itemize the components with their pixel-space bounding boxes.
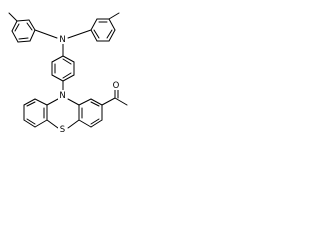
phenothiazine-core	[23, 98, 103, 129]
nitrogen-ring-background	[58, 90, 67, 100]
nitrogen-top-label: N	[59, 35, 65, 45]
nitrogen-top-background	[58, 34, 67, 44]
sulfur-label: S	[60, 125, 65, 135]
central-phenylene-ring	[51, 55, 75, 91]
oxygen-background	[111, 80, 120, 90]
amine-bonds	[34, 29, 92, 57]
nitrogen-ring-label: N	[59, 91, 65, 101]
right-tolyl-ring	[90, 12, 120, 42]
sulfur-background	[58, 124, 67, 134]
left-tolyl-ring	[8, 12, 36, 43]
oxygen-label: O	[113, 81, 120, 91]
molecule-structure-diagram: N N S O	[8, 12, 128, 135]
